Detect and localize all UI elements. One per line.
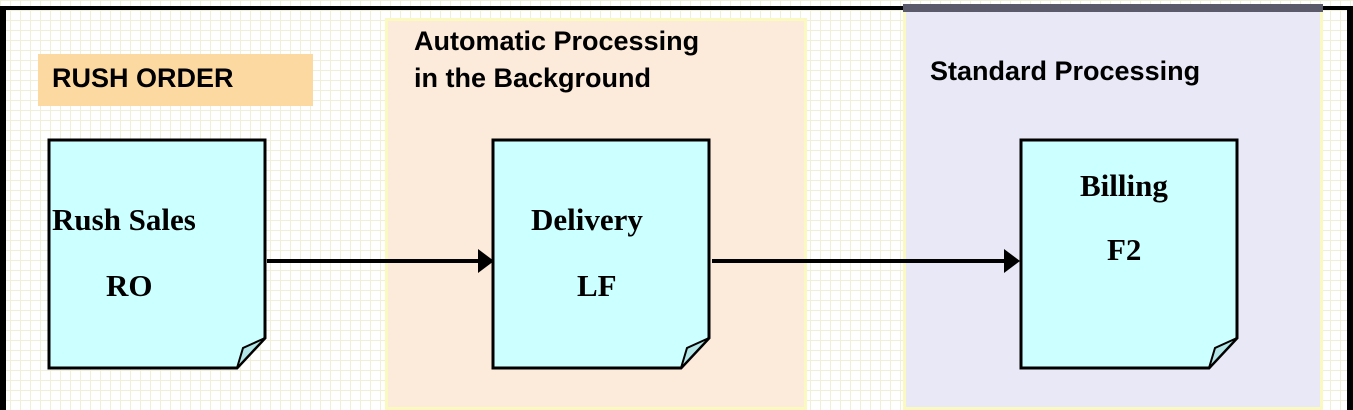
rush-sales-name: Rush Sales bbox=[52, 202, 196, 237]
billing-code: F2 bbox=[1107, 232, 1142, 267]
billing-name: Billing bbox=[1080, 168, 1168, 203]
standard-zone-top-bar bbox=[903, 4, 1323, 12]
standard-processing-title: Standard Processing bbox=[930, 56, 1201, 86]
automatic-processing-title-line1: Automatic Processing bbox=[414, 26, 700, 56]
arrowhead-delivery bbox=[478, 249, 494, 273]
frame-top-border bbox=[0, 6, 1353, 10]
delivery-code: LF bbox=[577, 268, 617, 303]
rush-sales-document bbox=[47, 138, 267, 370]
billing-document bbox=[1019, 138, 1239, 370]
rush-sales-code: RO bbox=[106, 268, 153, 303]
delivery-document bbox=[491, 138, 711, 370]
delivery-name: Delivery bbox=[531, 202, 643, 237]
frame-right-border bbox=[1347, 6, 1353, 410]
automatic-processing-title-line2: in the Background bbox=[414, 63, 652, 93]
rush-order-label: RUSH ORDER bbox=[52, 63, 234, 93]
arrowhead-billing bbox=[1004, 249, 1020, 273]
rush-order-badge bbox=[38, 54, 313, 106]
frame-left-border bbox=[0, 6, 6, 410]
